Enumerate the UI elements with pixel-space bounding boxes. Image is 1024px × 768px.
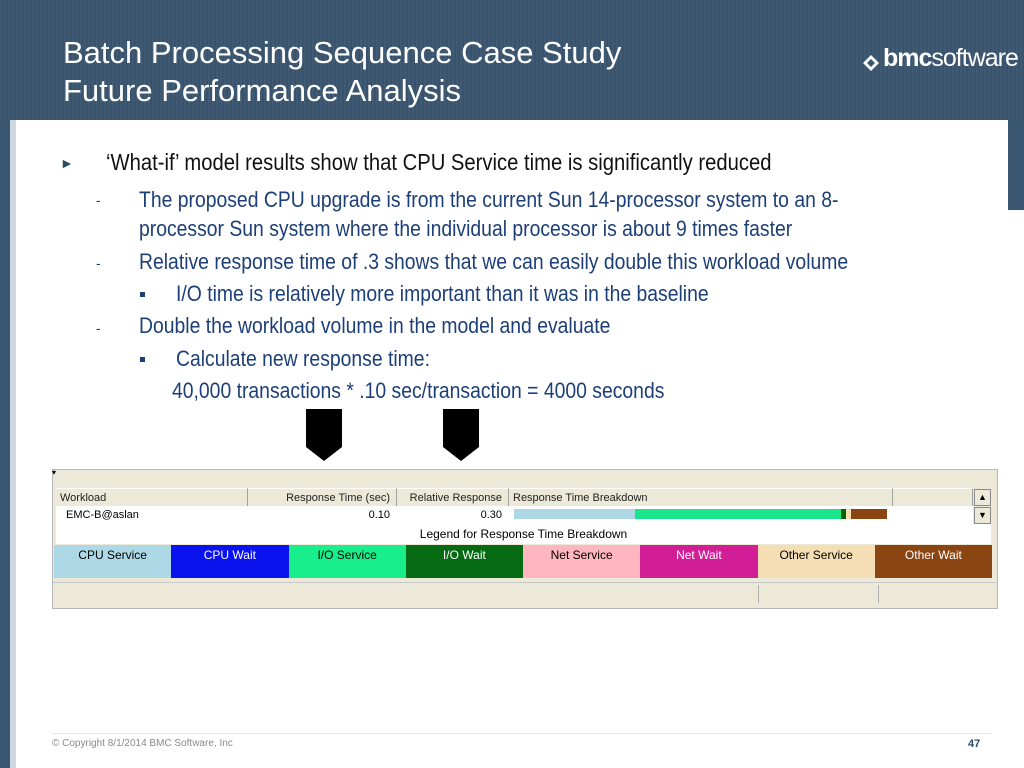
right-border (1008, 120, 1024, 210)
column-header-workload[interactable]: Workload (56, 488, 248, 506)
sub-bullet-2-item: I/O time is relatively more important th… (176, 281, 709, 306)
legend-item-i-o-wait: I/O Wait (405, 545, 523, 578)
legend-item-net-wait: Net Wait (640, 545, 758, 578)
dash-bullet-icon: - (96, 255, 101, 271)
row-response-time: 0.10 (368, 509, 390, 521)
status-bar (53, 582, 997, 605)
legend-item-net-service: Net Service (523, 545, 641, 578)
sub-bullet-3-item: Calculate new response time: (176, 346, 430, 371)
column-header-spacer (893, 488, 973, 506)
breakdown-segment-i-o-wait (840, 509, 846, 519)
square-bullet-icon (140, 357, 145, 362)
row-workload: EMC-B@aslan (66, 509, 139, 521)
left-border (0, 120, 16, 768)
dash-bullet-icon: - (96, 192, 101, 208)
response-breakdown-bar (514, 509, 887, 519)
breakdown-segment-i-o-service (634, 509, 841, 519)
breakdown-segment-cpu-service (514, 509, 635, 519)
title-line-2: Future Performance Analysis (63, 73, 462, 108)
slide-content (16, 120, 1008, 768)
copyright-text: © Copyright 8/1/2014 BMC Software, Inc (52, 738, 233, 749)
logo-bmc-text: bmc (883, 44, 932, 72)
sub-bullet-1-line-2: processor Sun system where the individua… (139, 216, 793, 241)
scroll-up-button[interactable]: ▲ (974, 489, 991, 506)
legend-item-cpu-wait: CPU Wait (171, 545, 289, 578)
legend-item-other-wait: Other Wait (874, 545, 992, 578)
slide-title: Batch Processing Sequence Case Study Fut… (63, 34, 621, 110)
title-line-1: Batch Processing Sequence Case Study (63, 35, 622, 70)
sub-bullet-1: The proposed CPU upgrade is from the cur… (139, 187, 839, 212)
column-header-relative-response[interactable]: Relative Response (397, 488, 509, 506)
legend-item-i-o-service: I/O Service (288, 545, 406, 578)
main-bullet: ‘What-if’ model results show that CPU Se… (106, 149, 772, 175)
legend-item-other-service: Other Service (757, 545, 875, 578)
breakdown-segment-other-service (845, 509, 851, 519)
logo-software-text: software (931, 44, 1018, 72)
slide-header (0, 0, 1024, 120)
footer-divider (52, 733, 992, 734)
status-divider (878, 585, 879, 603)
square-bullet-icon (140, 292, 145, 297)
sub-bullet-3: Double the workload volume in the model … (139, 313, 611, 338)
status-divider (758, 585, 759, 603)
panel-corner-marker: ▾ (52, 468, 57, 477)
bmc-logo-icon (862, 50, 880, 71)
column-header-response-time[interactable]: Response Time (sec) (248, 488, 397, 506)
breakdown-segment-other-wait (850, 509, 887, 519)
row-relative-response: 0.30 (480, 509, 502, 521)
scroll-down-button[interactable]: ▼ (974, 507, 991, 524)
triangle-bullet-icon: ► (60, 155, 74, 171)
column-header-breakdown[interactable]: Response Time Breakdown (509, 488, 893, 506)
page-number: 47 (968, 738, 981, 750)
dash-bullet-icon: - (96, 320, 101, 336)
down-arrow-icon (443, 409, 479, 461)
down-arrow-icon (306, 409, 342, 461)
sub-bullet-2: Relative response time of .3 shows that … (139, 249, 849, 274)
legend-item-cpu-service: CPU Service (54, 545, 172, 578)
legend-title: Legend for Response Time Breakdown (56, 524, 991, 544)
formula-text: 40,000 transactions * .10 sec/transactio… (172, 378, 665, 403)
